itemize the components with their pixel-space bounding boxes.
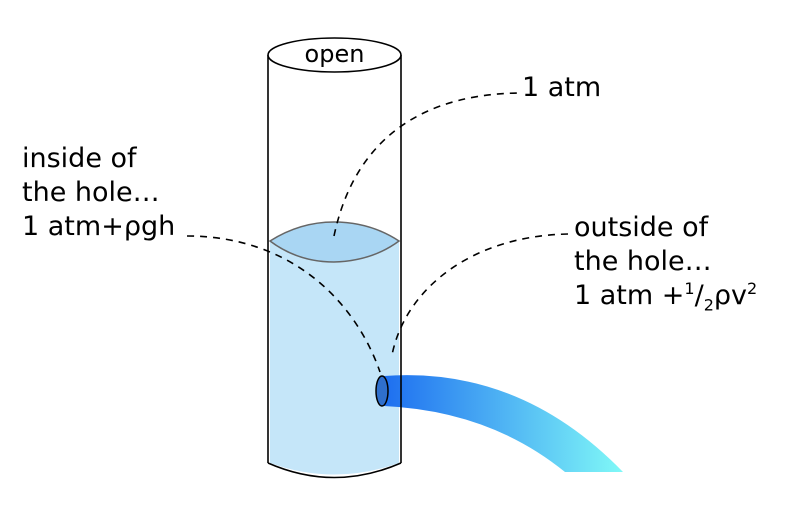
leader-line-top-pressure [333, 92, 519, 237]
fraction-numerator: 1 [684, 279, 695, 298]
tube-opening [267, 37, 402, 73]
outside-line-3-suffix: ρv [713, 280, 748, 311]
inside-line-3: 1 atm+ρgh [22, 211, 176, 242]
leader-line-inside [186, 235, 381, 373]
outside-line-1: outside of [574, 212, 709, 243]
inside-hole-label: inside of the hole… 1 atm+ρgh [22, 142, 175, 244]
water-surface [268, 221, 401, 263]
hole [375, 375, 389, 407]
fraction-denominator: 2 [703, 295, 714, 315]
outside-line-3: 1 atm +1/2ρv2 [574, 279, 757, 313]
fraction-slash: / [694, 280, 704, 311]
open-label: open [305, 40, 365, 68]
inside-line-2: the hole… [22, 177, 160, 208]
inside-line-1: inside of [22, 143, 137, 174]
leader-line-outside [391, 233, 569, 356]
outside-line-2: the hole… [574, 246, 712, 277]
water-jet [384, 375, 623, 472]
tube-bottom [267, 462, 402, 479]
outside-hole-label: outside of the hole… 1 atm +1/2ρv2 [574, 211, 757, 313]
outside-line-3-prefix: 1 atm + [574, 280, 685, 311]
water-column [270, 241, 399, 475]
velocity-exponent: 2 [747, 279, 758, 298]
top-pressure-label: 1 atm [522, 71, 601, 105]
top-pressure-text: 1 atm [522, 72, 602, 103]
